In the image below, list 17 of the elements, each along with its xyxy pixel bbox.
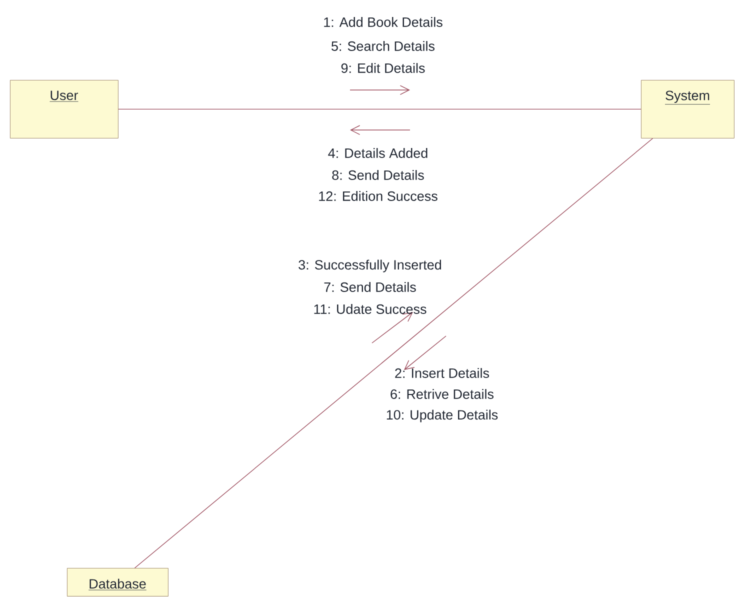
message-label: 1: Add Book Details — [324, 17, 442, 27]
message-label: 6: Retrive Details — [390, 389, 494, 399]
message-label: 4: Details Added — [328, 148, 428, 158]
message-label: 3: Successfully Inserted — [298, 260, 442, 272]
link-line — [134, 138, 654, 568]
message-label: 12: Edition Success — [319, 191, 438, 201]
message-label: 9: Edit Details — [341, 63, 425, 73]
object-box: Database — [67, 568, 168, 596]
message-label: 7: Send Details — [324, 282, 416, 292]
message-label: 2: Insert Details — [395, 368, 490, 378]
object-box: System — [641, 80, 734, 138]
object-box: User — [10, 80, 118, 138]
message-label: 8: Send Details — [332, 170, 424, 180]
link-line — [118, 108, 642, 110]
message-label: 10: Update Details — [386, 410, 498, 422]
message-label: 5: Search Details — [332, 41, 435, 51]
message-label: 11: Udate Success — [314, 304, 426, 314]
